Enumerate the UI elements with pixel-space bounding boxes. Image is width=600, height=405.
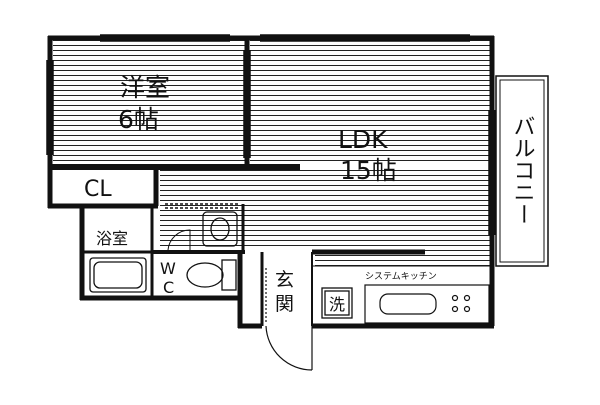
washer-space [321, 287, 353, 319]
closet-label: CL [84, 177, 112, 202]
windows [46, 34, 496, 235]
bathtub [89, 257, 147, 293]
western-room-name: 洋室 [120, 73, 170, 102]
kitchen-label: システムキッチン [365, 271, 437, 282]
toilet-fixture [186, 259, 237, 291]
balcony-label: バルコニー [510, 115, 535, 225]
walls [47, 35, 495, 329]
washbasin [202, 211, 238, 247]
sliding-doors [165, 50, 251, 209]
toilet-label-w: W [160, 259, 176, 278]
floor-hatching [53, 40, 490, 266]
entrance-label-2: 関 [275, 293, 294, 315]
kitchen-counter [364, 284, 490, 324]
bath-door [167, 229, 191, 251]
entrance-door [265, 268, 313, 371]
bathroom-label: 浴室 [96, 229, 128, 248]
washer-label: 洗 [329, 295, 345, 314]
entrance-label-1: 玄 [275, 269, 294, 291]
ldk-name: LDK [338, 125, 388, 154]
ldk-size: 15帖 [340, 156, 397, 185]
toilet-label-c: C [163, 278, 174, 297]
balcony [495, 75, 549, 267]
western-room-size: 6帖 [118, 105, 159, 134]
